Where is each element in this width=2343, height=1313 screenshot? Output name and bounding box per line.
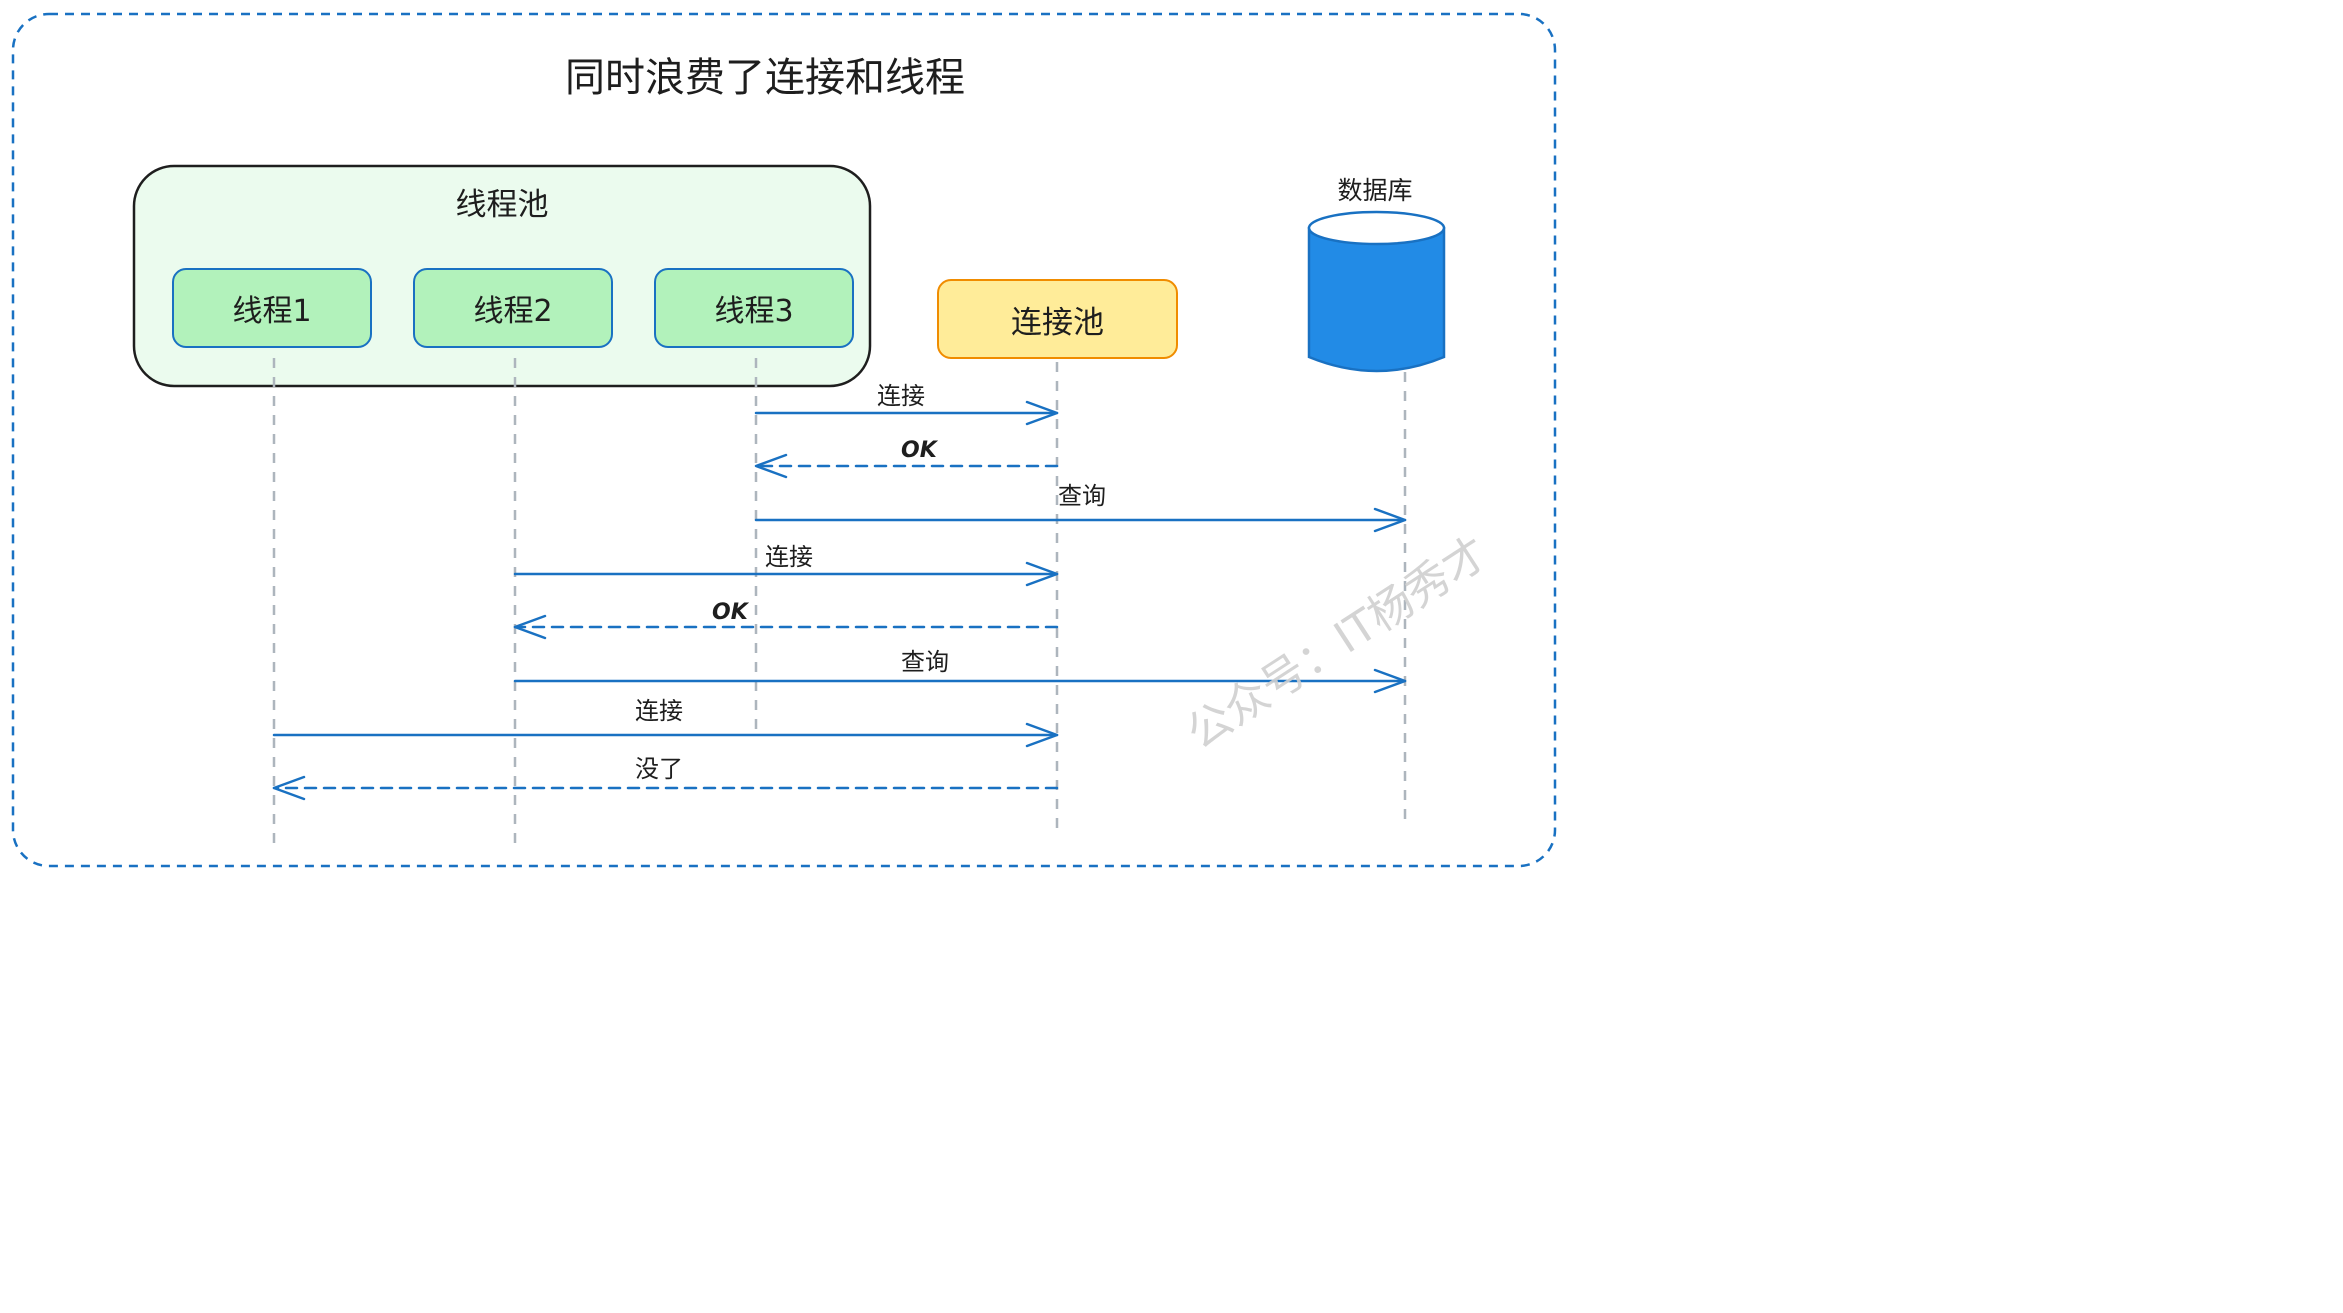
- thread-1-label: 线程1: [232, 294, 312, 329]
- database-cylinder-icon: [1307, 210, 1446, 373]
- arrow-thread2-query: [513, 668, 1407, 694]
- diagram-title: 同时浪费了连接和线程: [565, 55, 965, 101]
- arrow-none-to-thread1: [272, 775, 1059, 801]
- thread-3-box: 线程3: [654, 268, 854, 348]
- arrow-ok-to-thread2: [513, 614, 1059, 640]
- thread-2-label: 线程2: [473, 294, 553, 329]
- arrow-thread2-connect: [513, 561, 1059, 587]
- arrow-thread3-query: [754, 507, 1407, 533]
- arrow-ok-to-thread3: [754, 453, 1059, 479]
- thread-pool-label: 线程池: [455, 187, 549, 223]
- message-label-ok-1: OK: [901, 438, 937, 463]
- message-label-connect-3: 连接: [635, 697, 683, 725]
- message-label-none: 没了: [635, 755, 683, 783]
- diagram-canvas: [11, 12, 1557, 868]
- thread-1-box: 线程1: [172, 268, 372, 348]
- message-label-query-1: 查询: [1058, 482, 1106, 510]
- arrow-thread3-connect: [754, 400, 1059, 426]
- outer-dashed-frame: [11, 12, 1557, 868]
- thread-2-box: 线程2: [413, 268, 613, 348]
- arrow-thread1-connect: [272, 722, 1059, 748]
- connection-pool-label: 连接池: [1011, 304, 1104, 341]
- message-label-connect-2: 连接: [765, 543, 813, 571]
- database-label: 数据库: [1337, 176, 1413, 205]
- thread-3-label: 线程3: [714, 294, 794, 329]
- message-label-connect-1: 连接: [877, 382, 925, 410]
- message-label-ok-2: OK: [712, 600, 748, 625]
- connection-pool-box: 连接池: [937, 279, 1178, 359]
- message-label-query-2: 查询: [901, 648, 949, 676]
